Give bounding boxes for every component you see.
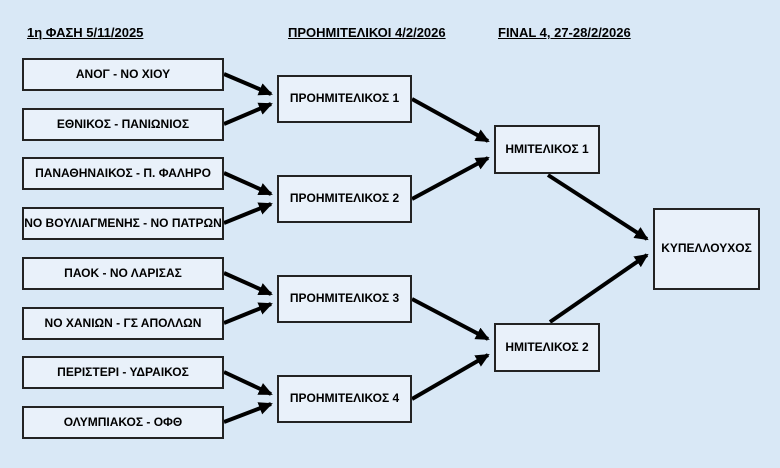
first-round-match-box: ΠΑΝΑΘΗΝΑΙΚΟΣ - Π. ΦΑΛΗΡΟ bbox=[22, 157, 224, 190]
champion-box: ΚΥΠΕΛΛΟΥΧΟΣ bbox=[653, 208, 760, 290]
column-header-phase1: 1η ΦΑΣΗ 5/11/2025 bbox=[27, 25, 144, 40]
connector-arrow bbox=[548, 253, 649, 324]
column-header-final4: FINAL 4, 27-28/2/2026 bbox=[498, 25, 631, 40]
first-round-match-box: ΠΑΟΚ - ΝΟ ΛΑΡΙΣΑΣ bbox=[22, 257, 224, 290]
connector-arrow bbox=[410, 353, 490, 401]
connector-arrow bbox=[223, 302, 273, 325]
connector-arrow bbox=[411, 97, 490, 143]
column-header-quarterfinals: ΠΡΟΗΜΙΤΕΛΙΚΟΙ 4/2/2026 bbox=[288, 25, 446, 40]
connector-arrow bbox=[223, 370, 273, 396]
connector-arrow bbox=[223, 271, 273, 296]
first-round-match-box: ΟΛΥΜΠΙΑΚΟΣ - ΟΦΘ bbox=[22, 406, 224, 439]
quarterfinal-box: ΠΡΟΗΜΙΤΕΛΙΚΟΣ 4 bbox=[277, 375, 412, 423]
connector-arrow bbox=[223, 102, 273, 126]
connector-arrow bbox=[411, 297, 490, 341]
connector-arrow bbox=[411, 156, 490, 201]
connector-arrow bbox=[223, 402, 273, 424]
connector-arrow bbox=[223, 202, 273, 225]
first-round-match-box: ΝΟ ΧΑΝΙΩΝ - ΓΣ ΑΠΟΛΛΩΝ bbox=[22, 307, 224, 340]
first-round-match-box: ΑΝΟΓ - ΝΟ ΧΙΟΥ bbox=[22, 58, 224, 91]
quarterfinal-box: ΠΡΟΗΜΙΤΕΛΙΚΟΣ 2 bbox=[277, 175, 412, 223]
connector-arrow bbox=[546, 173, 649, 241]
first-round-match-box: ΠΕΡΙΣΤΕΡΙ - ΥΔΡΑΙΚΟΣ bbox=[22, 356, 224, 389]
connector-arrow bbox=[223, 171, 273, 196]
connector-arrow bbox=[223, 72, 273, 96]
semifinal-box: ΗΜΙΤΕΛΙΚΟΣ 1 bbox=[494, 125, 600, 174]
quarterfinal-box: ΠΡΟΗΜΙΤΕΛΙΚΟΣ 1 bbox=[277, 75, 412, 123]
quarterfinal-box: ΠΡΟΗΜΙΤΕΛΙΚΟΣ 3 bbox=[277, 275, 412, 323]
first-round-match-box: ΕΘΝΙΚΟΣ - ΠΑΝΙΩΝΙΟΣ bbox=[22, 108, 224, 141]
semifinal-box: ΗΜΙΤΕΛΙΚΟΣ 2 bbox=[494, 323, 600, 372]
first-round-match-box: ΝΟ ΒΟΥΛΙΑΓΜΕΝΗΣ - ΝΟ ΠΑΤΡΩΝ bbox=[22, 207, 224, 240]
